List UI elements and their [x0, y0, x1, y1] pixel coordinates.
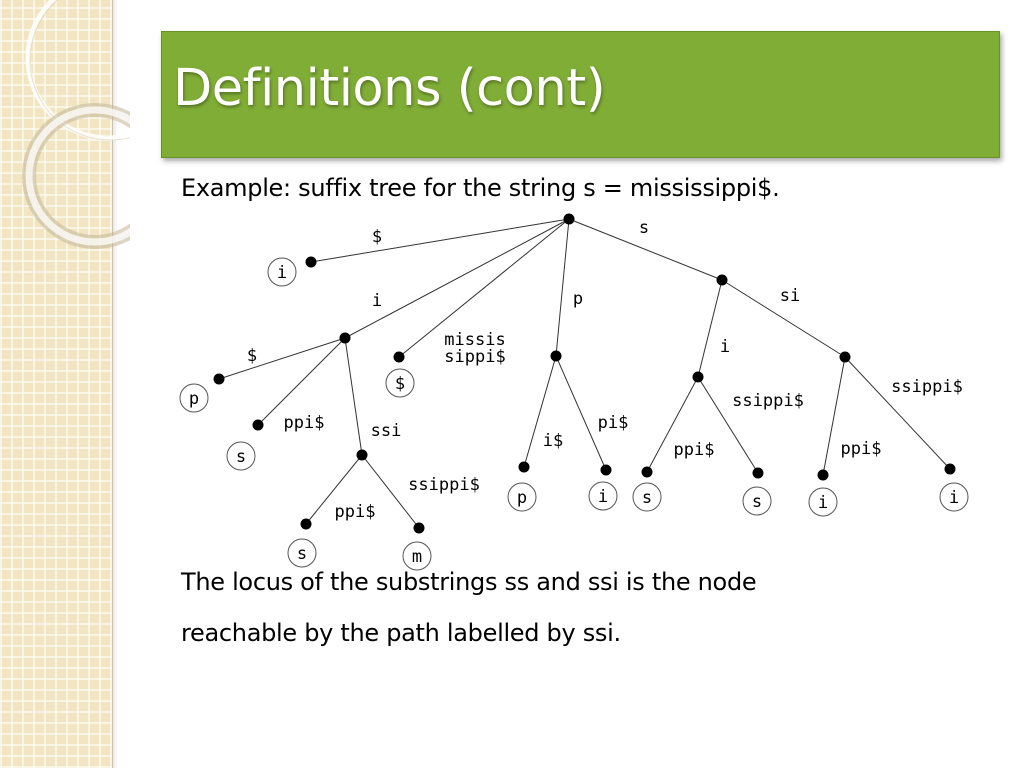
leaf-label-n_si_ssippi: i — [949, 488, 959, 508]
leaf-label-circle-n_ssi_ppi — [287, 538, 317, 568]
leaf-label-n_i_dollar: p — [189, 389, 199, 409]
tree-node-root — [563, 213, 575, 225]
edge-label-n_p-n_p_i: i$ — [543, 431, 563, 451]
tree-edge-root-n_dollar — [310, 218, 570, 263]
edge-label-n_ssi-n_ssi_ppi: ppi$ — [335, 502, 376, 522]
tree-edge-n_i-n_i_ppi — [257, 337, 346, 426]
leaf-label-circle-n_p_i — [507, 482, 537, 512]
tree-node-n_dollar — [305, 256, 317, 268]
tree-edge-n_si-n_si_ssippi — [844, 356, 951, 470]
tree-node-n_si_ppi — [817, 469, 829, 481]
tree-node-n_i — [339, 332, 351, 344]
leaf-label-circle-n_si_ppi — [808, 487, 838, 517]
tree-edge-n_p-n_p_pi — [555, 355, 607, 471]
tree-node-n_p — [550, 350, 562, 362]
leaf-label-circle-n_i_ppi — [226, 441, 256, 471]
decorative-rings — [22, 0, 130, 249]
edge-label-root-n_p: p — [573, 289, 583, 309]
edge-label-root-n_i: i — [372, 291, 382, 311]
leaf-label-n_i_ppi: s — [236, 447, 246, 467]
tree-node-n_missis — [393, 351, 405, 363]
example-string: s = mississippi$. — [583, 174, 780, 202]
locus-text-line-2: reachable by the path labelled by ssi. — [181, 619, 621, 647]
tree-node-n_s — [716, 274, 728, 286]
edge-label-root-n_s: s — [639, 218, 649, 238]
tree-node-n_s_i_ppi — [641, 466, 653, 478]
tree-edge-n_si-n_si_ppi — [822, 356, 846, 476]
tree-edge-n_i-n_ssi — [344, 337, 363, 456]
leaf-label-circle-n_s_i_ppi — [632, 482, 662, 512]
decorative-ring-small — [25, 106, 130, 246]
tree-edge-n_ssi-n_ssi_ppi — [305, 454, 363, 525]
tree-edge-root-n_missis — [398, 218, 570, 358]
edge-label-n_si-n_si_ppi: ppi$ — [841, 439, 882, 459]
tree-node-n_i_dollar — [213, 373, 225, 385]
tree-edge-n_s-n_s_i — [697, 279, 723, 378]
leaf-label-n_ssi_ppi: s — [297, 544, 307, 564]
edge-label-n_s_i-n_s_i_ppi: ppi$ — [674, 440, 715, 460]
title-bar: Definitions (cont) — [161, 31, 1000, 158]
tree-edge-n_s_i-n_s_i_ssippi — [697, 376, 759, 474]
tree-node-n_si — [839, 351, 851, 363]
edge-label-n_i-n_ssi: ssi — [371, 421, 402, 441]
edge-label-n_si-n_si_ssippi: ssippi$ — [891, 377, 963, 397]
edge-label-root-n_missis-line2: sippi$ — [444, 347, 505, 367]
leaf-label-n_p_pi: i — [598, 487, 608, 507]
example-line: Example: suffix tree for the string s = … — [181, 174, 780, 202]
decorative-ring-large-shadow — [29, 0, 130, 141]
tree-node-n_s_i — [692, 371, 704, 383]
tree-edge-n_ssi-n_ssi_ssippi — [361, 454, 420, 529]
edge-label-n_i-n_i_ppi: ppi$ — [284, 413, 325, 433]
tree-edge-n_s-n_si — [721, 279, 846, 358]
leaf-label-circle-n_i_dollar — [179, 383, 209, 413]
tree-node-n_ssi_ppi — [300, 518, 312, 530]
example-prefix: Example: suffix tree for the string — [181, 174, 584, 202]
leaf-label-n_si_ppi: i — [818, 493, 828, 513]
leaf-label-n_ssi_ssippi: m — [412, 547, 422, 567]
edge-label-root-n_dollar: $ — [372, 227, 382, 247]
edge-label-n_ssi-n_ssi_ssippi: ssippi$ — [408, 475, 480, 495]
tree-edge-n_i-n_i_dollar — [218, 337, 346, 380]
edge-label-n_i-n_i_dollar: $ — [247, 346, 257, 366]
leaf-label-n_s_i_ppi: s — [642, 488, 652, 508]
edge-label-root-n_missis-line1: missis — [444, 330, 505, 350]
decorative-ring-large — [25, 0, 130, 141]
tree-node-n_ssi — [356, 449, 368, 461]
tree-edge-root-n_s — [568, 218, 723, 281]
tree-node-n_i_ppi — [252, 419, 264, 431]
leaf-label-n_s_i_ssippi: s — [752, 492, 762, 512]
tree-node-n_ssi_ssippi — [413, 522, 425, 534]
edge-label-n_s_i-n_s_i_ssippi: ssippi$ — [732, 391, 804, 411]
tree-node-n_p_i — [518, 461, 530, 473]
leaf-label-n_dollar: i — [277, 263, 287, 283]
tree-node-n_s_i_ssippi — [752, 467, 764, 479]
leaf-label-circle-n_missis — [385, 368, 415, 398]
edge-label-n_s-n_s_i: i — [720, 337, 730, 357]
tree-node-n_si_ssippi — [944, 463, 956, 475]
tree-edge-root-n_p — [555, 218, 570, 357]
tree-edge-n_p-n_p_i — [523, 355, 557, 468]
leaf-label-n_missis: $ — [395, 374, 405, 394]
leaf-label-circle-n_s_i_ssippi — [742, 486, 772, 516]
leaf-label-n_p_i: p — [517, 488, 527, 508]
tree-node-n_p_pi — [600, 464, 612, 476]
leaf-label-circle-n_ssi_ssippi — [402, 541, 432, 571]
edge-label-n_p-n_p_pi: pi$ — [598, 413, 629, 433]
locus-text-line-1: The locus of the substrings ss and ssi i… — [181, 568, 757, 596]
side-strip-shadow — [112, 0, 118, 768]
edge-label-n_s-n_si: si — [780, 286, 800, 306]
tree-edge-n_s_i-n_s_i_ppi — [646, 376, 699, 473]
slide-title: Definitions (cont) — [173, 59, 606, 118]
leaf-label-circle-n_dollar — [267, 257, 297, 287]
tree-edge-root-n_i — [344, 218, 570, 339]
leaf-label-circle-n_si_ssippi — [939, 482, 969, 512]
leaf-label-circle-n_p_pi — [588, 481, 618, 511]
